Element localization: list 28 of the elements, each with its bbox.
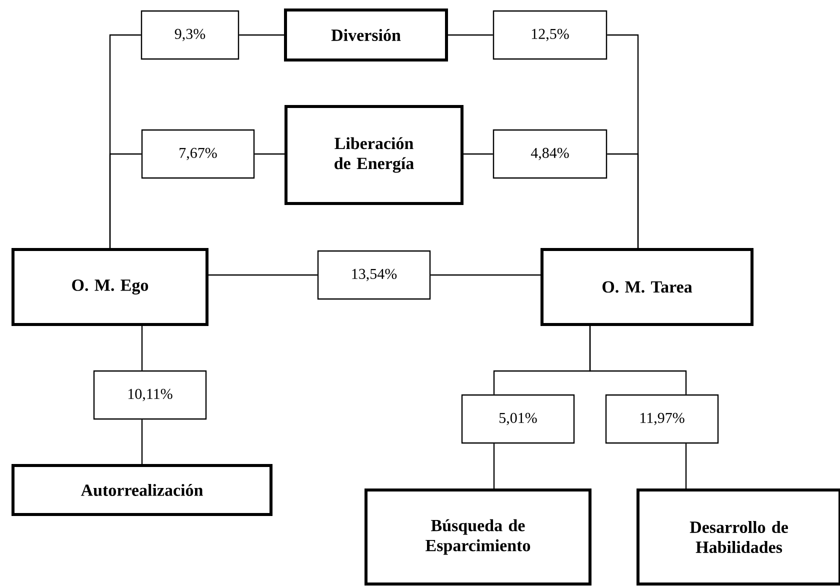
percentage-box: 5,01% xyxy=(461,394,575,444)
connector-line xyxy=(493,444,495,488)
concept-box: O. M. Ego xyxy=(12,248,208,326)
percentage-box: 4,84% xyxy=(492,129,608,179)
connector-line xyxy=(430,274,540,276)
connector-line xyxy=(607,153,639,248)
concept-box: Diversión xyxy=(284,8,448,62)
percentage-box: 9,3% xyxy=(140,10,240,60)
percentage-box: 13,54% xyxy=(317,250,431,300)
concept-box: Autorrealización xyxy=(12,464,272,516)
concept-box: O. M. Tarea xyxy=(540,248,754,326)
percentage-box: 12,5% xyxy=(492,10,608,60)
connector-line xyxy=(448,34,493,36)
connector-line xyxy=(239,34,284,36)
connector-line xyxy=(464,153,493,155)
concept-box: Desarrollo de Habilidades xyxy=(636,488,840,586)
concept-box: Búsqueda de Esparcimiento xyxy=(364,488,592,586)
connector-line xyxy=(141,420,143,464)
connector-line xyxy=(141,326,143,370)
percentage-box: 10,11% xyxy=(93,370,207,420)
concept-box: Liberación de Energía xyxy=(284,105,464,205)
percentage-box: 7,67% xyxy=(141,129,255,179)
connector-line xyxy=(109,153,142,248)
connector-line xyxy=(254,153,284,155)
connector-line xyxy=(589,326,687,394)
percentage-box: 11,97% xyxy=(605,394,719,444)
connector-line xyxy=(208,274,318,276)
connector-line xyxy=(685,444,687,488)
